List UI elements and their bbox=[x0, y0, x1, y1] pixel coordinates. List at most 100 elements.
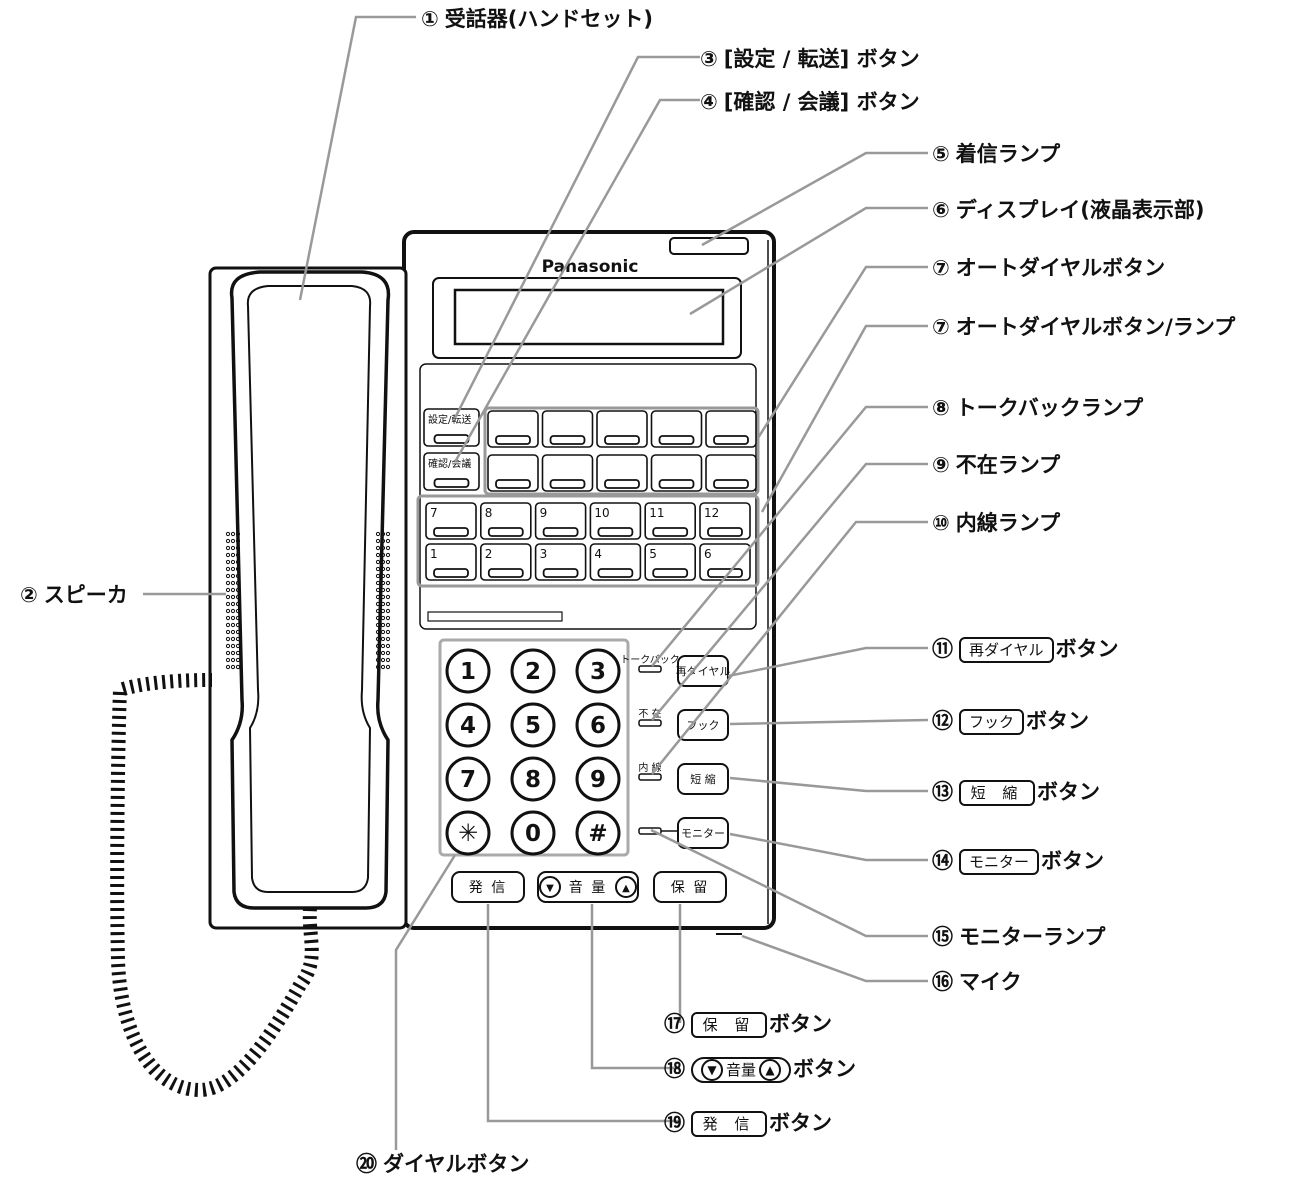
program-key-12[interactable]: 12 bbox=[699, 502, 751, 540]
callout-label: モニターランプ bbox=[959, 925, 1106, 949]
hold-key[interactable]: 保 留 bbox=[653, 871, 727, 903]
dial-key-1[interactable]: 1 bbox=[445, 648, 491, 694]
callout-number: ⑧ bbox=[932, 396, 950, 420]
callout-label: [確認 / 会議] ボタン bbox=[723, 90, 920, 114]
callout-number: ⑤ bbox=[932, 142, 950, 166]
dial-key-#[interactable]: # bbox=[575, 810, 621, 856]
dial-key-3[interactable]: 3 bbox=[575, 648, 621, 694]
key-label: 6 bbox=[704, 547, 712, 561]
dial-key-4[interactable]: 4 bbox=[445, 702, 491, 748]
key-label: 1 bbox=[430, 547, 438, 561]
speed-key-icon: 短 縮 bbox=[959, 780, 1035, 806]
callout-number: ⑰ bbox=[664, 1012, 685, 1036]
program-key-5[interactable]: 5 bbox=[644, 543, 697, 581]
callout-number: ④ bbox=[700, 90, 718, 114]
leader-line bbox=[756, 265, 928, 439]
key-label: 10 bbox=[594, 506, 609, 520]
volume-up-icon[interactable] bbox=[615, 876, 637, 898]
program-key-2[interactable]: 2 bbox=[479, 543, 532, 581]
key-label: 3 bbox=[540, 547, 548, 561]
program-key-11[interactable]: 11 bbox=[644, 502, 697, 540]
dial-key-7[interactable]: 7 bbox=[445, 756, 491, 802]
auto-dial-key[interactable] bbox=[487, 454, 539, 492]
auto-dial-key[interactable] bbox=[596, 454, 648, 492]
program-key-4[interactable]: 4 bbox=[589, 543, 642, 581]
program-key-8[interactable]: 8 bbox=[479, 502, 532, 540]
dial-key-label: 8 bbox=[525, 767, 541, 793]
extension-lamp: 内 線 bbox=[638, 761, 662, 781]
callout-label: 内線ランプ bbox=[955, 511, 1061, 535]
dial-key-0[interactable]: 0 bbox=[510, 810, 556, 856]
dial-key-5[interactable]: 5 bbox=[510, 702, 556, 748]
callout-label: マイク bbox=[959, 970, 1022, 994]
redial-key[interactable]: 再ダイヤル bbox=[676, 655, 731, 687]
program-key-9[interactable]: 9 bbox=[534, 502, 587, 540]
key-label: 11 bbox=[649, 506, 664, 520]
key-label: 4 bbox=[594, 547, 602, 561]
dial-key-label: # bbox=[588, 821, 607, 847]
callout-label: ボタン bbox=[769, 1111, 832, 1135]
leader-line bbox=[651, 520, 928, 775]
speed-dial-key[interactable]: 短 縮 bbox=[677, 763, 729, 795]
setting-transfer-key[interactable]: 設定/転送 bbox=[423, 408, 480, 447]
volume-up-icon: ▲ bbox=[759, 1059, 782, 1082]
auto-dial-key[interactable] bbox=[487, 410, 539, 448]
callout-number: ③ bbox=[700, 47, 718, 71]
program-key-3[interactable]: 3 bbox=[534, 543, 587, 581]
program-key-6[interactable]: 6 bbox=[699, 543, 751, 581]
callout-volume-button: ⑱▼音量▲ボタン bbox=[664, 1056, 856, 1084]
dial-key-*[interactable]: ✳ bbox=[445, 810, 491, 856]
auto-dial-key[interactable] bbox=[541, 454, 594, 492]
dial-key-2[interactable]: 2 bbox=[510, 648, 556, 694]
dial-key-8[interactable]: 8 bbox=[510, 756, 556, 802]
leader-line bbox=[727, 646, 928, 678]
auto-dial-key[interactable] bbox=[650, 454, 703, 492]
volume-key[interactable]: 音 量 bbox=[537, 871, 639, 903]
monitor-key[interactable]: モニター bbox=[677, 817, 729, 849]
auto-dial-key[interactable] bbox=[596, 410, 648, 448]
redial-key-icon: 再ダイヤル bbox=[959, 637, 1054, 663]
callout-label: ボタン bbox=[1055, 637, 1119, 661]
incoming-lamp bbox=[669, 237, 749, 255]
leader-line bbox=[486, 904, 680, 1123]
callout-label: ボタン bbox=[1041, 849, 1105, 873]
callout-label: トークバックランプ bbox=[955, 396, 1144, 420]
key-lamp bbox=[433, 568, 469, 578]
auto-dial-key[interactable] bbox=[650, 410, 703, 448]
key-lamp bbox=[597, 527, 634, 537]
dial-key-9[interactable]: 9 bbox=[575, 756, 621, 802]
auto-dial-key[interactable] bbox=[705, 454, 757, 492]
auto-dial-key[interactable] bbox=[705, 410, 757, 448]
callout-label: 不在ランプ bbox=[955, 453, 1061, 477]
key-label: 9 bbox=[540, 506, 548, 520]
program-key-10[interactable]: 10 bbox=[589, 502, 642, 540]
confirm-conference-key[interactable]: 確認/会議 bbox=[423, 452, 480, 491]
hook-key[interactable]: フック bbox=[677, 709, 729, 741]
key-lamp bbox=[658, 479, 695, 489]
auto-dial-key[interactable] bbox=[541, 410, 594, 448]
send-key[interactable]: 発 信 bbox=[451, 871, 525, 903]
key-lamp bbox=[549, 479, 586, 489]
dial-key-label: 4 bbox=[460, 713, 476, 739]
program-key-7[interactable]: 7 bbox=[425, 502, 477, 540]
volume-down-icon[interactable] bbox=[539, 876, 561, 898]
callout-number: ⑯ bbox=[932, 970, 953, 994]
key-lamp bbox=[549, 435, 586, 445]
leader-lines bbox=[143, 15, 929, 1150]
volume-down-icon: ▼ bbox=[701, 1059, 723, 1082]
callout-number: ⑱ bbox=[664, 1057, 685, 1081]
leader-line bbox=[729, 832, 928, 862]
program-key-1[interactable]: 1 bbox=[425, 543, 477, 581]
dial-key-6[interactable]: 6 bbox=[575, 702, 621, 748]
speaker-grille-left bbox=[225, 531, 241, 670]
lamp-label: トークバック bbox=[620, 654, 680, 666]
